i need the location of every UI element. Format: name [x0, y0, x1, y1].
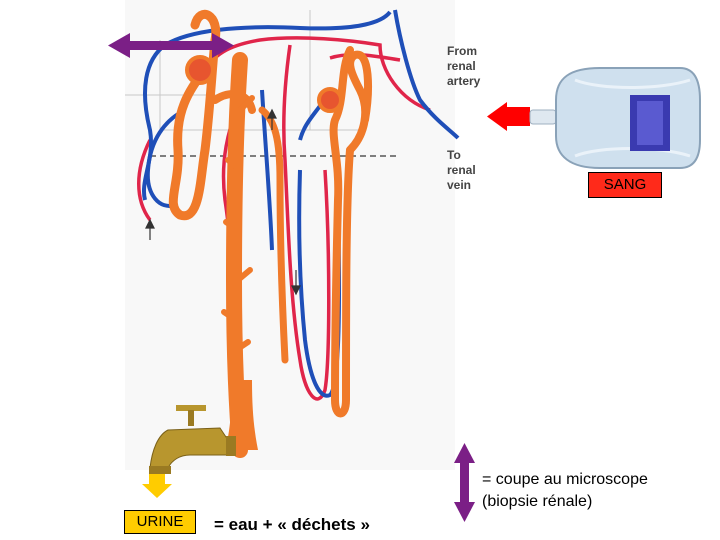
- blood-label-box: SANG: [588, 172, 662, 198]
- faucet-icon: [149, 405, 236, 474]
- glomeruli: [185, 55, 343, 113]
- microscope-section-depth-arrow: [454, 443, 475, 522]
- kidney-biopsy-caption: (biopsie rénale): [482, 493, 593, 510]
- water-jug-icon: [529, 67, 701, 169]
- blood-input-arrow: [487, 102, 530, 131]
- flow-arrows: [145, 108, 301, 296]
- microscope-section-width-arrow: [108, 33, 234, 58]
- collecting-duct-branches: [221, 95, 255, 353]
- from-renal-artery-label: From renal artery: [447, 44, 481, 88]
- nephron-tubules: [168, 9, 372, 458]
- to-renal-vein-label: To renal vein: [447, 148, 476, 192]
- urine-output-arrow: [142, 474, 172, 498]
- urine-label-box: URINE: [124, 510, 196, 534]
- microscope-section-caption: = coupe au microscope: [482, 471, 648, 488]
- urine-composition-text: = eau + « déchets »: [214, 515, 370, 534]
